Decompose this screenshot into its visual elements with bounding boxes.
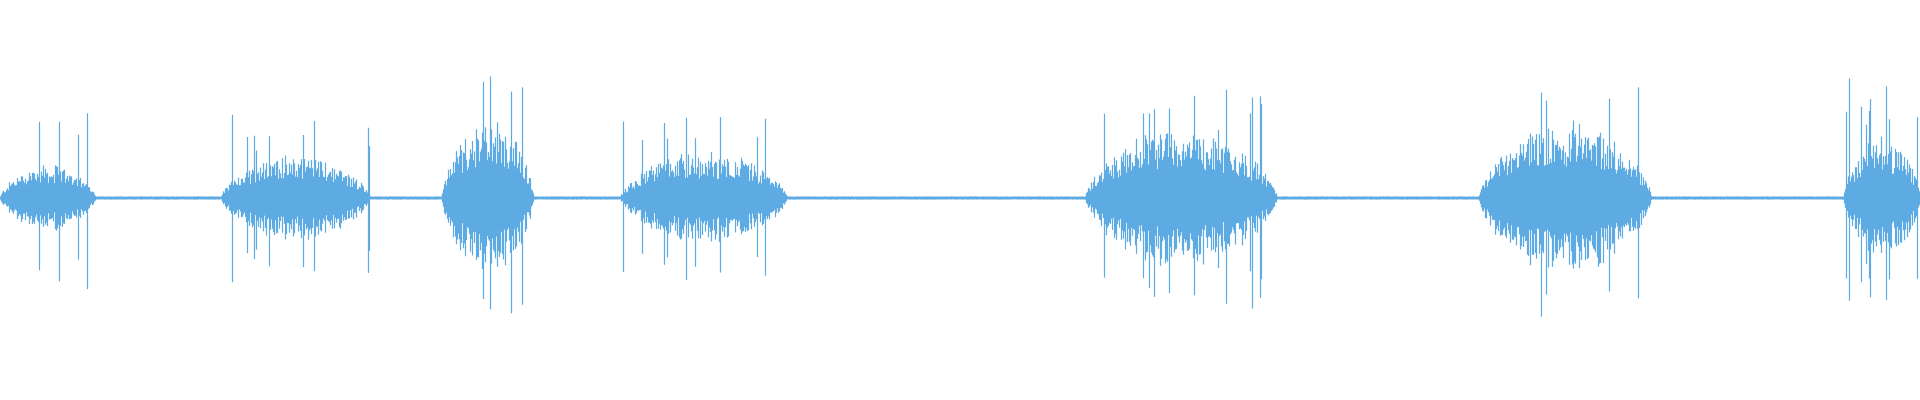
waveform-path	[0, 76, 1920, 317]
waveform-bars	[0, 76, 1920, 317]
